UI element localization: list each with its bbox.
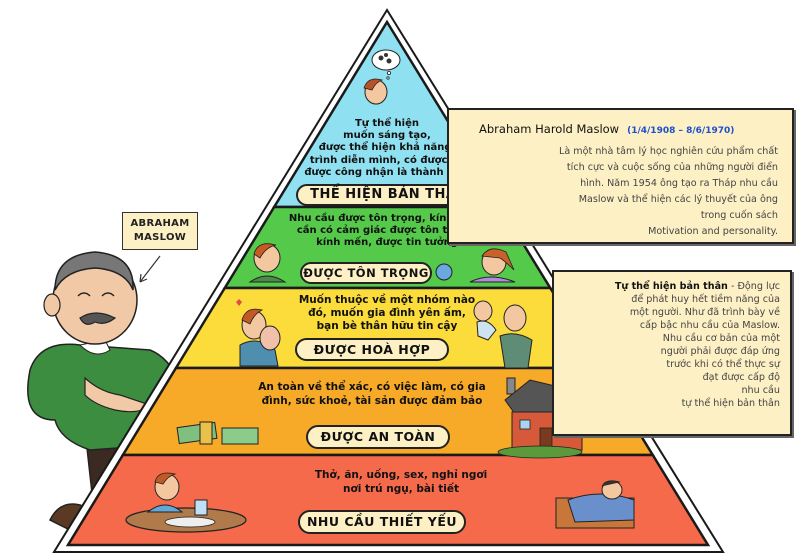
description-line: muốn sáng tạo, (343, 130, 431, 142)
maslow-name-label: ABRAHAM MASLOW (122, 212, 198, 250)
tier1-description: Thở, ăn, uống, sex, nghỉ ngơi nơi trú ng… (266, 469, 536, 496)
definition-first-line: Tự thể hiện bản thân - Động lực (552, 280, 780, 293)
glass-icon (194, 499, 208, 516)
description-line: An toàn về thể xác, có việc làm, có gia (258, 381, 486, 393)
self-actualization-box: Tự thể hiện bản thân - Động lực để phát … (552, 270, 792, 436)
definition-line: trước khi có thể thực sự (666, 359, 780, 370)
description-line: kính mến, được tin tưởng (316, 237, 458, 249)
definition-line: đạt được cấp độ (702, 372, 780, 383)
bio-line: Motivation and personality. (648, 226, 778, 237)
definition-line: để phát huy hết tiềm năng của (631, 294, 780, 305)
description-line: được công nhận là thành đạt. (304, 166, 470, 178)
description-line: nơi trú ngụ, bài tiết (343, 482, 459, 495)
definition-line: Nhu cầu cơ bản của một (662, 333, 780, 344)
tier4-title-pill: ĐƯỢC TÔN TRỌNG (300, 262, 432, 284)
bio-body: Là một nhà tâm lý học nghiên cứu phẩm ch… (478, 144, 778, 240)
self-actualization-body: Tự thể hiện bản thân - Động lực để phát … (552, 280, 780, 410)
description-line: đình, sức khoẻ, tài sản được đảm bảo (261, 394, 483, 407)
bio-line: trong cuốn sách (700, 210, 778, 221)
definition-term: Tự thể hiện bản thân (614, 281, 728, 292)
banknote-icon (221, 427, 259, 445)
description-line: trình diễn mình, có được và (309, 154, 465, 166)
tier4-children-illustration (248, 243, 516, 283)
description-line: bạn bè thân hữu tin cậy (316, 319, 458, 332)
definition-line: - Động lực (727, 281, 780, 292)
coin-stack-icon (199, 421, 213, 445)
description-line: cần có cảm giác được tôn trọng, (296, 225, 478, 237)
tier3-family-illustration (236, 299, 533, 369)
blanket (567, 493, 635, 523)
bio-line: tích cực và cuộc sống của những người đi… (566, 162, 778, 173)
tier3-title-pill: ĐƯỢC HOÀ HỢP (295, 338, 449, 361)
bio-heading: Abraham Harold Maslow (1/4/1908 – 8/6/197… (479, 122, 734, 136)
grey-hair (54, 251, 134, 291)
maslow-label-line: ABRAHAM (130, 218, 190, 229)
tier4-description: Nhu cầu được tôn trọng, kính mến, cần có… (272, 213, 502, 250)
definition-line: nhu cầu (741, 385, 780, 396)
bio-line: Maslow và thể hiện các lý thuyết của ông (578, 194, 778, 205)
tier1-title-pill: NHU CẦU THIẾT YẾU (298, 510, 466, 534)
description-line: đó, muốn gia đình yên ấm, (308, 306, 466, 319)
description-line: Tự thể hiện (354, 118, 420, 129)
tier2-description: An toàn về thể xác, có việc làm, có gia … (222, 381, 522, 408)
label-arrow (139, 255, 161, 283)
tier5-description: Tự thể hiện muốn sáng tạo, được thể hiện… (283, 118, 491, 179)
description-line: Nhu cầu được tôn trọng, kính mến, (288, 213, 486, 224)
ear (43, 293, 61, 317)
tier2-title-pill: ĐƯỢC AN TOÀN (306, 425, 450, 449)
tier3-description: Muốn thuộc về một nhóm nào đó, muốn gia … (282, 294, 492, 332)
bio-dates: (1/4/1908 – 8/6/1970) (627, 126, 735, 136)
hand-on-chest (84, 376, 152, 413)
definition-line: một người. Như đã trình bày về (629, 307, 780, 318)
bio-line: Là một nhà tâm lý học nghiên cứu phẩm ch… (559, 146, 778, 157)
definition-line: người phải được đáp ứng (660, 346, 780, 357)
description-line: Muốn thuộc về một nhóm nào (298, 294, 476, 306)
award-ribbon-icon (435, 263, 453, 281)
bio-line: hình. Năm 1954 ông tạo ra Tháp nhu cầu (580, 178, 778, 189)
tier1-eating-sleeping-illustration (125, 472, 635, 533)
heart-icon (236, 299, 242, 306)
description-line: Thở, ăn, uống, sex, nghỉ ngơi (314, 469, 488, 481)
tier5-thinking-boy-illustration (363, 49, 401, 105)
maslow-bio-box: Abraham Harold Maslow (1/4/1908 – 8/6/197… (447, 108, 794, 244)
bio-name: Abraham Harold Maslow (479, 122, 620, 136)
maslow-label-line: MASLOW (133, 232, 187, 243)
plate-icon (164, 516, 216, 528)
mustache (79, 312, 117, 325)
definition-line: cấp bậc nhu cầu của Maslow. (639, 320, 780, 331)
definition-line: tự thể hiện bản thân (681, 398, 780, 409)
description-line: được thể hiện khả năng, (318, 142, 456, 154)
